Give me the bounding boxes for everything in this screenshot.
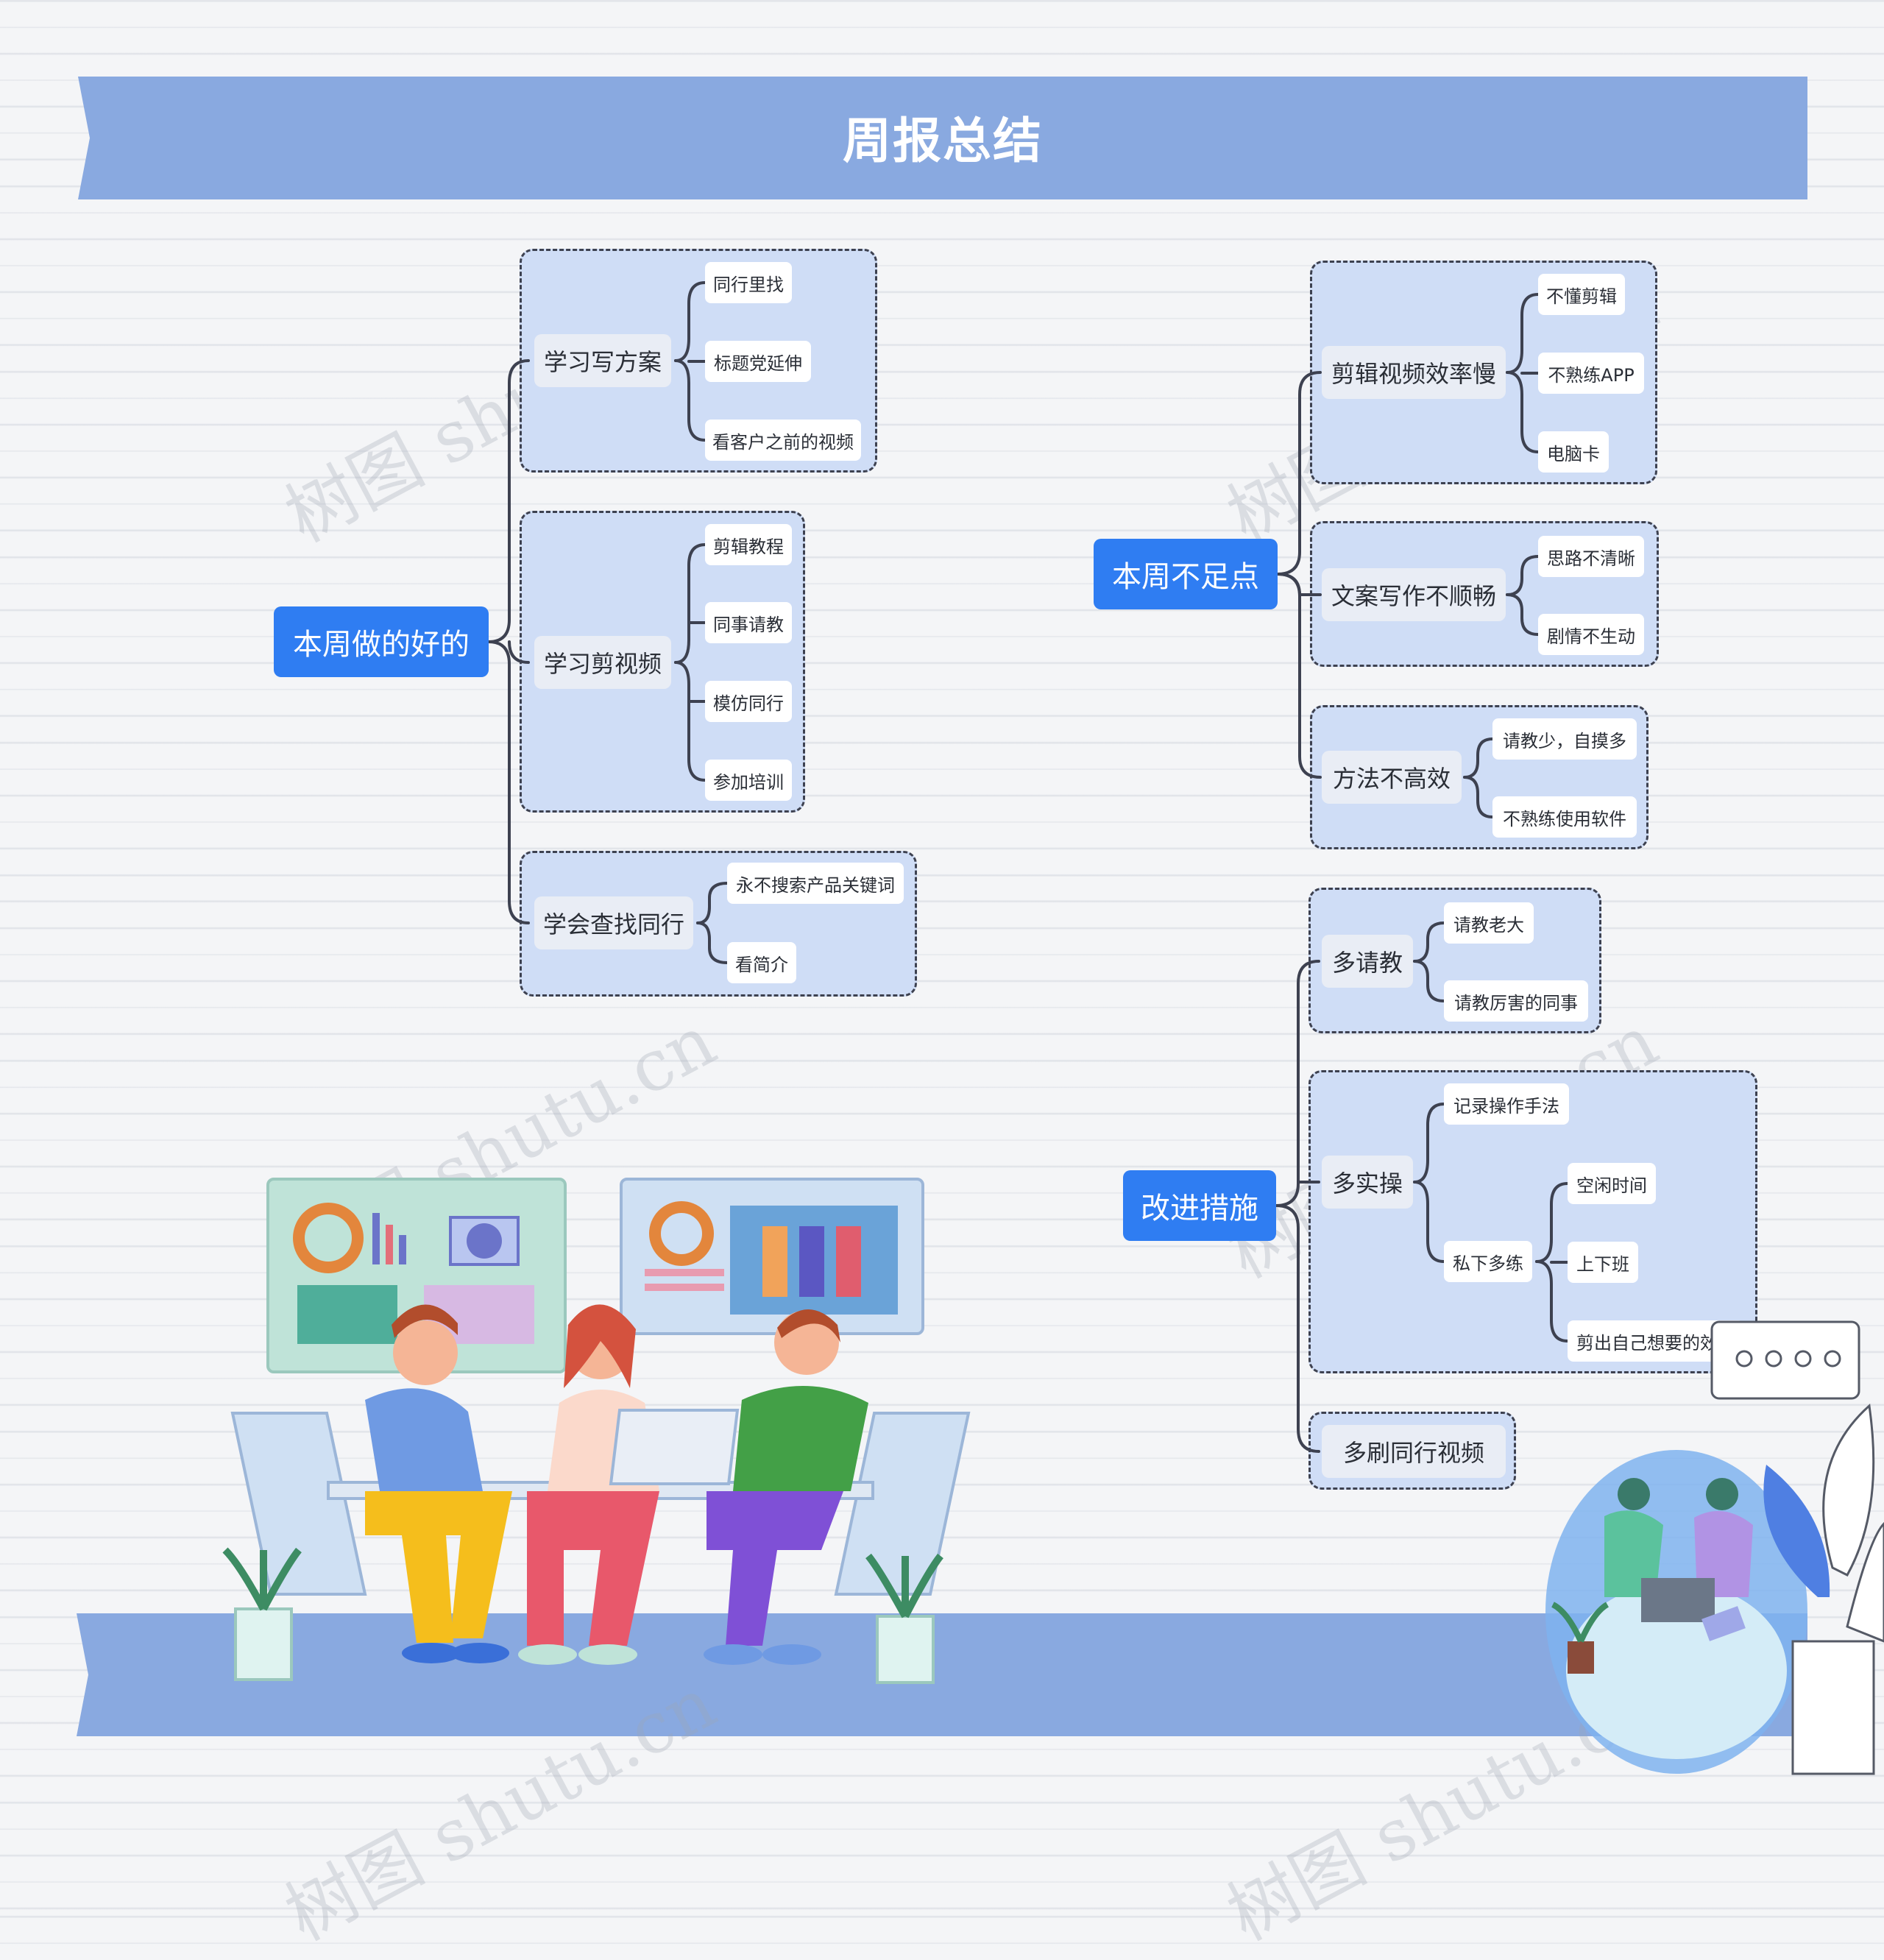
branch-practice-more[interactable]: 多实操 [1322,1156,1413,1209]
page-title: 周报总结 [843,113,1043,169]
branch-watch-peer-videos[interactable]: 多刷同行视频 [1322,1425,1506,1478]
leaf-dull-plot[interactable]: 剧情不生动 [1538,614,1644,655]
link-l3-a [696,882,729,924]
link-l3-b [696,921,729,964]
leaf-ask-skilled-colleague[interactable]: 请教厉害的同事 [1444,980,1588,1022]
teamwork-illustration [1545,1320,1884,1775]
link-rt1-a [1506,293,1540,374]
leaf-commute[interactable]: 上下班 [1568,1242,1638,1283]
root-did-well[interactable]: 本周做的好的 [274,606,489,677]
branch-learn-video-edit[interactable]: 学习剪视频 [534,636,671,689]
link-rt2-a [1506,555,1540,596]
leaf-record-techniques[interactable]: 记录操作手法 [1444,1083,1569,1125]
leaf-ask-colleague[interactable]: 同事请教 [705,602,792,643]
leaf-never-search-keyword[interactable]: 永不搜索产品关键词 [727,863,904,904]
leaf-clickbait-extend[interactable]: 标题党延伸 [705,341,811,382]
link-rb2-a [1413,1103,1445,1184]
branch-ask-more[interactable]: 多请教 [1322,935,1413,988]
leaf-attend-training[interactable]: 参加培训 [705,760,792,801]
branch-learn-proposal[interactable]: 学习写方案 [534,334,671,387]
leaf-ask-boss[interactable]: 请教老大 [1444,902,1534,944]
link-rt1-c [1506,371,1540,453]
link-rb1-b [1413,960,1445,1002]
speech-bubble-icon [1710,1320,1860,1400]
branch-copywriting-issue[interactable]: 文案写作不顺畅 [1322,568,1506,621]
leaf-unfamiliar-app[interactable]: 不熟练APP [1538,353,1644,394]
leaf-no-editing-skill[interactable]: 不懂剪辑 [1538,274,1625,315]
link-rb2b-a [1535,1182,1569,1263]
link-rb-1 [1275,960,1320,1207]
leaf-imitate-peers[interactable]: 模仿同行 [705,681,792,722]
leaf-private-practice[interactable]: 私下多练 [1444,1241,1532,1282]
branch-slow-editing[interactable]: 剪辑视频效率慢 [1322,346,1506,399]
link-l1-a [674,281,706,362]
link-rb2-b [1413,1181,1445,1263]
connector-lines [487,281,1569,1453]
leaf-client-videos[interactable]: 看客户之前的视频 [705,420,861,461]
link-rt2-b [1506,593,1540,636]
link-rt3-a [1463,737,1494,779]
leaf-unclear-thinking[interactable]: 思路不清晰 [1538,536,1644,577]
link-rb-3 [1275,1204,1320,1453]
link-left-3 [487,640,530,924]
link-rt3-b [1463,776,1494,818]
branch-inefficient-method[interactable]: 方法不高效 [1322,751,1462,804]
meeting-illustration [222,1178,971,1684]
branch-find-peers[interactable]: 学会查找同行 [534,896,693,949]
link-rb2b-c [1535,1260,1569,1342]
title-banner: 周报总结 [78,77,1807,199]
link-l1-c [674,359,706,442]
link-l2-a [674,543,706,664]
root-improvements[interactable]: 改进措施 [1123,1170,1276,1241]
footer-banner [77,1613,1807,1736]
leaf-slow-computer[interactable]: 电脑卡 [1538,431,1609,473]
link-left-2 [508,640,530,664]
leaf-read-intro[interactable]: 看简介 [727,942,796,983]
leaf-find-in-peers[interactable]: 同行里找 [705,262,792,303]
leaf-free-time[interactable]: 空闲时间 [1568,1163,1656,1204]
leaf-edit-tutorial[interactable]: 剪辑教程 [705,524,792,565]
link-rt-3 [1276,573,1322,779]
link-rb1-a [1413,921,1445,963]
link-l2-d [674,661,706,782]
leaf-ask-less-grope-more[interactable]: 请教少，自摸多 [1492,718,1637,760]
leaf-unfamiliar-software[interactable]: 不熟练使用软件 [1492,796,1637,838]
link-left-1 [487,359,530,643]
link-rt-2 [1276,573,1322,597]
link-rt-1 [1276,371,1322,576]
root-shortcomings[interactable]: 本周不足点 [1094,539,1278,609]
